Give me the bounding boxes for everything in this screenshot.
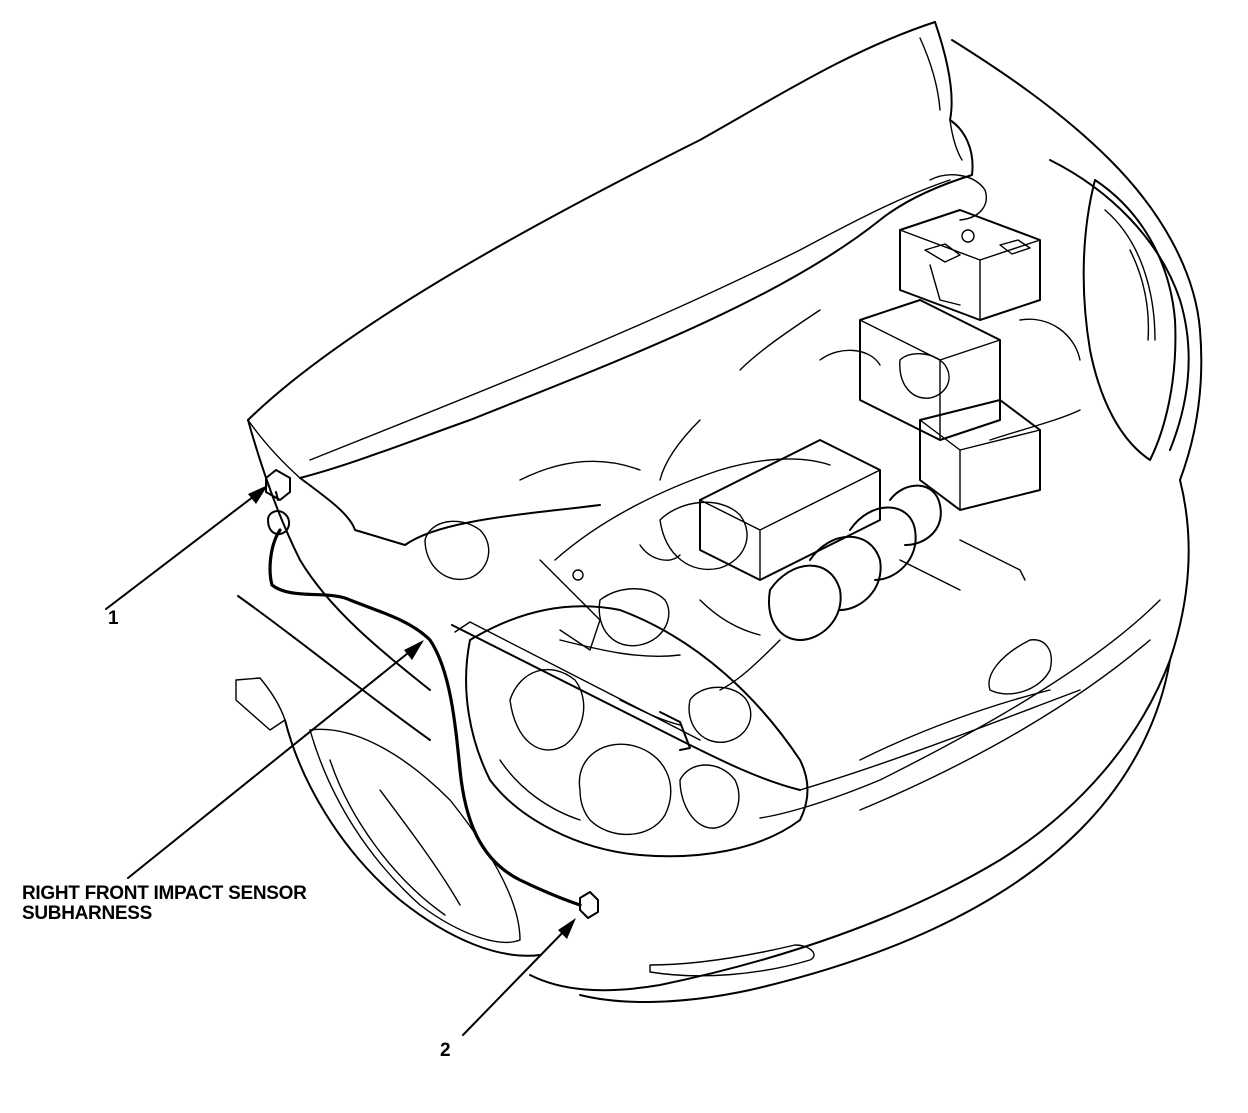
subharness-label-line1: RIGHT FRONT IMPACT SENSOR <box>22 883 307 904</box>
connector-1 <box>265 469 291 501</box>
engine-bay <box>424 174 1081 743</box>
connector-2 <box>579 891 599 919</box>
callout-2-label: 2 <box>440 1040 451 1061</box>
subharness-label-line2: SUBHARNESS <box>22 903 153 924</box>
subharness-label: RIGHT FRONT IMPACT SENSOR SUBHARNESS <box>22 884 307 924</box>
body-outline <box>235 39 1203 1003</box>
hood <box>247 21 974 479</box>
front-headlight-assembly <box>465 605 809 858</box>
bumper-edges <box>451 621 1081 791</box>
impact-sensor-subharness <box>265 469 599 919</box>
callout-1-label: 1 <box>108 608 119 629</box>
right-headlight <box>1082 179 1177 461</box>
left-headlight <box>284 719 541 957</box>
leader-lines <box>105 485 576 1036</box>
